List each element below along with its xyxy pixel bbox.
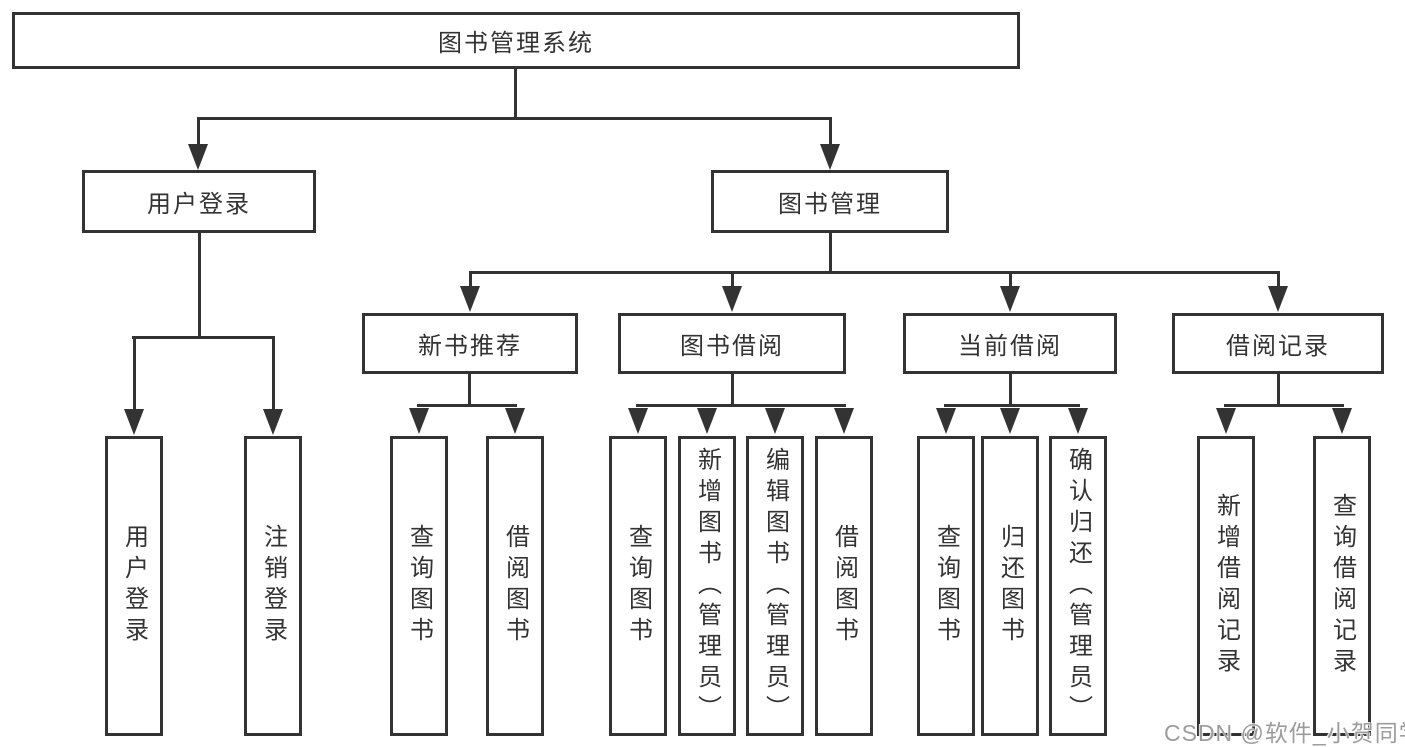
- node-borrow-records: 借阅记录: [1172, 313, 1384, 374]
- leaf-query-books-current: 查询图书: [917, 436, 975, 736]
- edge-new-book-stem: [468, 374, 471, 406]
- edge-book-management-stem: [829, 233, 832, 272]
- arrowhead-book-management: [820, 144, 840, 170]
- arrowhead-query-books-2: [628, 408, 648, 434]
- leaf-return-book: 归还图书: [981, 436, 1039, 736]
- edge-borrow-records-rail: [1224, 404, 1344, 407]
- edge-current-borrow-stem: [1009, 374, 1012, 406]
- edge-to-user-login: [197, 120, 200, 146]
- edge-book-borrow-stem: [731, 374, 734, 406]
- leaf-add-borrow-record: 新增借阅记录: [1197, 436, 1255, 736]
- arrowhead-edit-book: [765, 408, 785, 434]
- edge-user-login-stem: [198, 233, 201, 337]
- arrowhead-current-borrow: [1000, 286, 1020, 312]
- leaf-query-books-recommend: 查询图书: [390, 436, 448, 736]
- edge-to-current-borrow: [1009, 274, 1012, 288]
- node-book-borrow: 图书借阅: [618, 313, 846, 374]
- leaf-edit-book-admin: 编辑图书（管理员）: [746, 436, 804, 736]
- edge-to-book-borrow: [731, 274, 734, 288]
- watermark: CSDN @软件_小贺同学: [1164, 720, 1405, 746]
- arrowhead-leaf-user-login: [124, 409, 144, 435]
- node-new-book-recommend: 新书推荐: [362, 313, 578, 374]
- edge-root-stem: [514, 69, 517, 118]
- edge-to-book-management: [829, 120, 832, 146]
- edge-root-rail: [197, 117, 832, 120]
- arrowhead-query-books-3: [936, 408, 956, 434]
- leaf-add-book-admin: 新增图书（管理员）: [678, 436, 736, 736]
- node-library-management-system: 图书管理系统: [12, 12, 1020, 69]
- arrowhead-query-books-1: [409, 408, 429, 434]
- arrowhead-query-borrow-record: [1332, 408, 1352, 434]
- edge-to-leaf-logout: [272, 339, 275, 411]
- arrowhead-book-borrow: [722, 286, 742, 312]
- arrowhead-user-login: [188, 144, 208, 170]
- leaf-borrow-books: 借阅图书: [815, 436, 873, 736]
- leaf-logout: 注销登录: [244, 436, 302, 736]
- edge-book-management-rail: [469, 271, 1280, 274]
- node-book-management: 图书管理: [711, 170, 949, 233]
- arrowhead-add-borrow-record: [1216, 408, 1236, 434]
- arrowhead-add-book: [697, 408, 717, 434]
- arrowhead-borrow-books-2: [834, 408, 854, 434]
- leaf-borrow-books-recommend: 借阅图书: [486, 436, 544, 736]
- node-current-borrow: 当前借阅: [903, 313, 1117, 374]
- arrowhead-confirm-return: [1068, 408, 1088, 434]
- node-user-login: 用户登录: [82, 170, 316, 233]
- edge-borrow-records-stem: [1277, 374, 1280, 406]
- edge-current-borrow-rail: [944, 404, 1080, 407]
- edge-to-leaf-user-login: [133, 339, 136, 411]
- edge-user-login-rail: [132, 336, 275, 339]
- arrowhead-return-book: [1000, 408, 1020, 434]
- edge-book-borrow-rail: [636, 404, 846, 407]
- edge-to-borrow-records: [1277, 274, 1280, 288]
- arrowhead-leaf-logout: [263, 409, 283, 435]
- arrowhead-new-book: [460, 286, 480, 312]
- leaf-confirm-return-admin: 确认归还（管理员）: [1049, 436, 1107, 736]
- arrowhead-borrow-books-1: [505, 408, 525, 434]
- leaf-query-borrow-record: 查询借阅记录: [1313, 436, 1371, 736]
- leaf-user-login: 用户登录: [105, 436, 163, 736]
- edge-new-book-rail: [417, 404, 517, 407]
- edge-to-new-book: [469, 274, 472, 288]
- arrowhead-borrow-records: [1268, 286, 1288, 312]
- leaf-query-books-borrow: 查询图书: [609, 436, 667, 736]
